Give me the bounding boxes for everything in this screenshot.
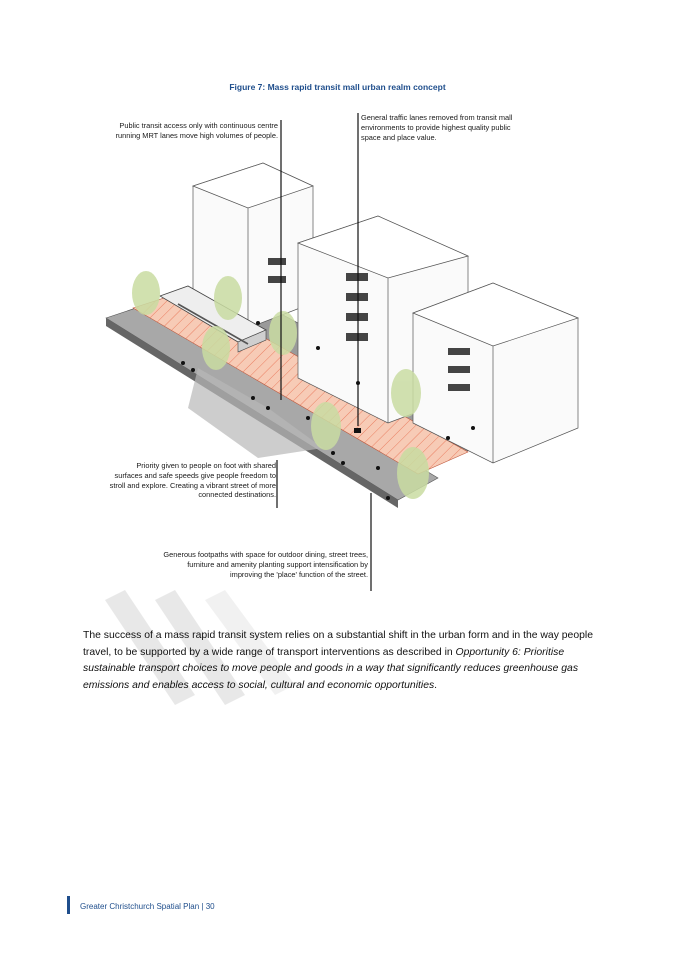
isometric-street-drawing: [105, 113, 580, 591]
body-text-end: .: [434, 679, 438, 691]
tram: [159, 285, 267, 353]
buildings: [191, 162, 580, 464]
body-paragraph: The success of a mass rapid transit syst…: [83, 628, 603, 694]
footer-label: Greater Christchurch Spatial Plan | 30: [80, 902, 215, 911]
annotation-transit-access: Public transit access only with continuo…: [115, 121, 278, 140]
annotation-footpaths: Generous footpaths with space for outdoo…: [163, 550, 368, 579]
crossing-plaza: [188, 368, 323, 458]
figure-caption: Figure 7: Mass rapid transit mall urban …: [229, 82, 446, 92]
body-text-italic: Opportunity 6: Prioritise sustainable tr…: [83, 646, 579, 691]
street-trees: [132, 271, 429, 499]
footer-accent-bar: [67, 896, 70, 914]
annotation-priority-foot: Priority given to people on foot with sh…: [109, 461, 276, 500]
body-text-plain: The success of a mass rapid transit syst…: [83, 630, 593, 658]
annotation-traffic-removed: General traffic lanes removed from trans…: [361, 113, 513, 142]
urban-realm-illustration: Public transit access only with continuo…: [88, 108, 588, 603]
